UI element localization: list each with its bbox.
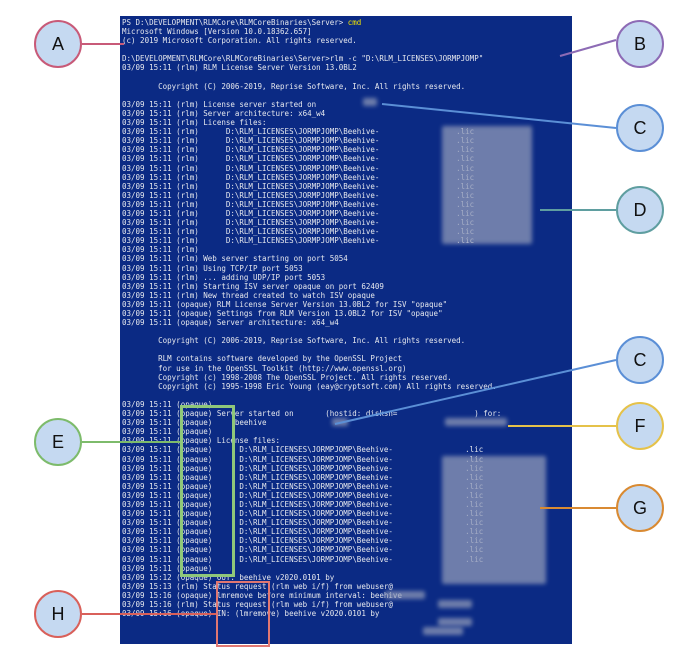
callout-b: B bbox=[616, 20, 664, 68]
callout-b-label: B bbox=[633, 33, 646, 54]
terminal-line: 03/09 15:11 (rlm) Server architecture: x… bbox=[122, 108, 326, 118]
leader-c1 bbox=[381, 103, 617, 129]
callout-e-label: E bbox=[51, 431, 64, 452]
callout-h-label: H bbox=[51, 603, 65, 624]
redaction-blur bbox=[445, 418, 507, 426]
terminal-window: PS D:\DEVELOPMENT\RLMCore\RLMCoreBinarie… bbox=[120, 16, 572, 644]
redaction-blur bbox=[385, 591, 425, 599]
callout-g-label: G bbox=[632, 497, 647, 518]
callout-c-top-label: C bbox=[633, 117, 647, 138]
redaction-blur bbox=[363, 98, 377, 106]
callout-h: H bbox=[34, 590, 82, 638]
callout-f: F bbox=[616, 402, 664, 450]
terminal-line: Copyright (C) 2006-2019, Reprise Softwar… bbox=[122, 336, 466, 346]
callout-d-label: D bbox=[633, 199, 647, 220]
callout-a-label: A bbox=[51, 33, 64, 54]
leader-b bbox=[559, 39, 617, 57]
callout-c-top: C bbox=[616, 104, 664, 152]
terminal-line: 03/09 15:11 (opaque) Settings from RLM V… bbox=[122, 309, 443, 318]
terminal-output: PS D:\DEVELOPMENT\RLMCore\RLMCoreBinarie… bbox=[122, 18, 501, 618]
terminal-line: 03/09 15:11 (opaque) D:\RLM_LICENSES\JOR… bbox=[122, 445, 484, 455]
terminal-line: D:\DEVELOPMENT\RLMCore\RLMCoreBinaries\S… bbox=[122, 54, 484, 64]
opaque-column-highlight bbox=[180, 405, 235, 577]
terminal-line: 03/09 15:11 (rlm) Using TCP/IP port 5053 bbox=[122, 263, 303, 273]
terminal-line: RLM contains software developed by the O… bbox=[122, 354, 402, 364]
terminal-line: 03/09 15:11 (opaque) bbox=[122, 427, 213, 437]
terminal-line: 03/09 15:11 (rlm) License files: bbox=[122, 118, 267, 128]
callout-d: D bbox=[616, 186, 664, 234]
terminal-prompt: PS D:\DEVELOPMENT\RLMCore\RLMCoreBinarie… bbox=[122, 18, 344, 27]
terminal-line: Copyright (C) 2006-2019, Reprise Softwar… bbox=[122, 81, 466, 91]
callout-c-bottom-label: C bbox=[633, 349, 647, 370]
terminal-line: 03/09 15:11 (rlm) RLM License Server Ver… bbox=[122, 63, 357, 73]
terminal-line: Copyright (c) 1998-2008 The OpenSSL Proj… bbox=[122, 372, 452, 382]
redaction-blur bbox=[438, 600, 472, 608]
callout-a: A bbox=[34, 20, 82, 68]
terminal-line: (c) 2019 Microsoft Corporation. All righ… bbox=[122, 36, 357, 46]
terminal-line: for use in the OpenSSL Toolkit (http://w… bbox=[122, 363, 407, 373]
terminal-command: cmd bbox=[347, 18, 362, 27]
terminal-line: Copyright (c) 1995-1998 Eric Young (eay@… bbox=[122, 381, 497, 391]
terminal-line: 03/09 15:11 (rlm) Starting ISV server op… bbox=[122, 281, 384, 291]
callout-c-bottom: C bbox=[616, 336, 664, 384]
terminal-line: 03/09 15:11 (rlm) ... adding UDP/IP port… bbox=[122, 272, 326, 282]
terminal-line: 03/09 15:11 (opaque) Server architecture… bbox=[122, 318, 339, 328]
callout-g: G bbox=[616, 484, 664, 532]
callout-e: E bbox=[34, 418, 82, 466]
terminal-line: 03/09 15:11 (opaque) beehive bbox=[122, 418, 267, 428]
terminal-line: 03/09 15:11 (opaque) bbox=[122, 563, 213, 573]
redaction-blur bbox=[442, 126, 532, 244]
terminal-line: 03/09 15:11 (rlm) License server started… bbox=[122, 99, 317, 109]
terminal-line: 03/09 15:11 (rlm) Web server starting on… bbox=[122, 254, 348, 264]
status-lines-highlight bbox=[216, 581, 270, 647]
redaction-blur bbox=[438, 618, 472, 626]
terminal-line: 03/09 15:12 (opaque) OUT: beehive v2020.… bbox=[122, 572, 335, 582]
leader-c2 bbox=[334, 359, 617, 425]
terminal-line: 03/09 15:11 (opaque) bbox=[122, 399, 213, 409]
terminal-line: Microsoft Windows [Version 10.0.18362.65… bbox=[122, 27, 312, 37]
terminal-line: 03/09 15:11 (rlm) New thread created to … bbox=[122, 290, 375, 300]
terminal-line: 03/09 15:11 (rlm) bbox=[122, 245, 199, 255]
redaction-blur bbox=[442, 456, 546, 584]
callout-f-label: F bbox=[634, 415, 646, 436]
terminal-line: 03/09 15:11 (opaque) RLM License Server … bbox=[122, 299, 448, 309]
redaction-blur bbox=[423, 627, 463, 635]
